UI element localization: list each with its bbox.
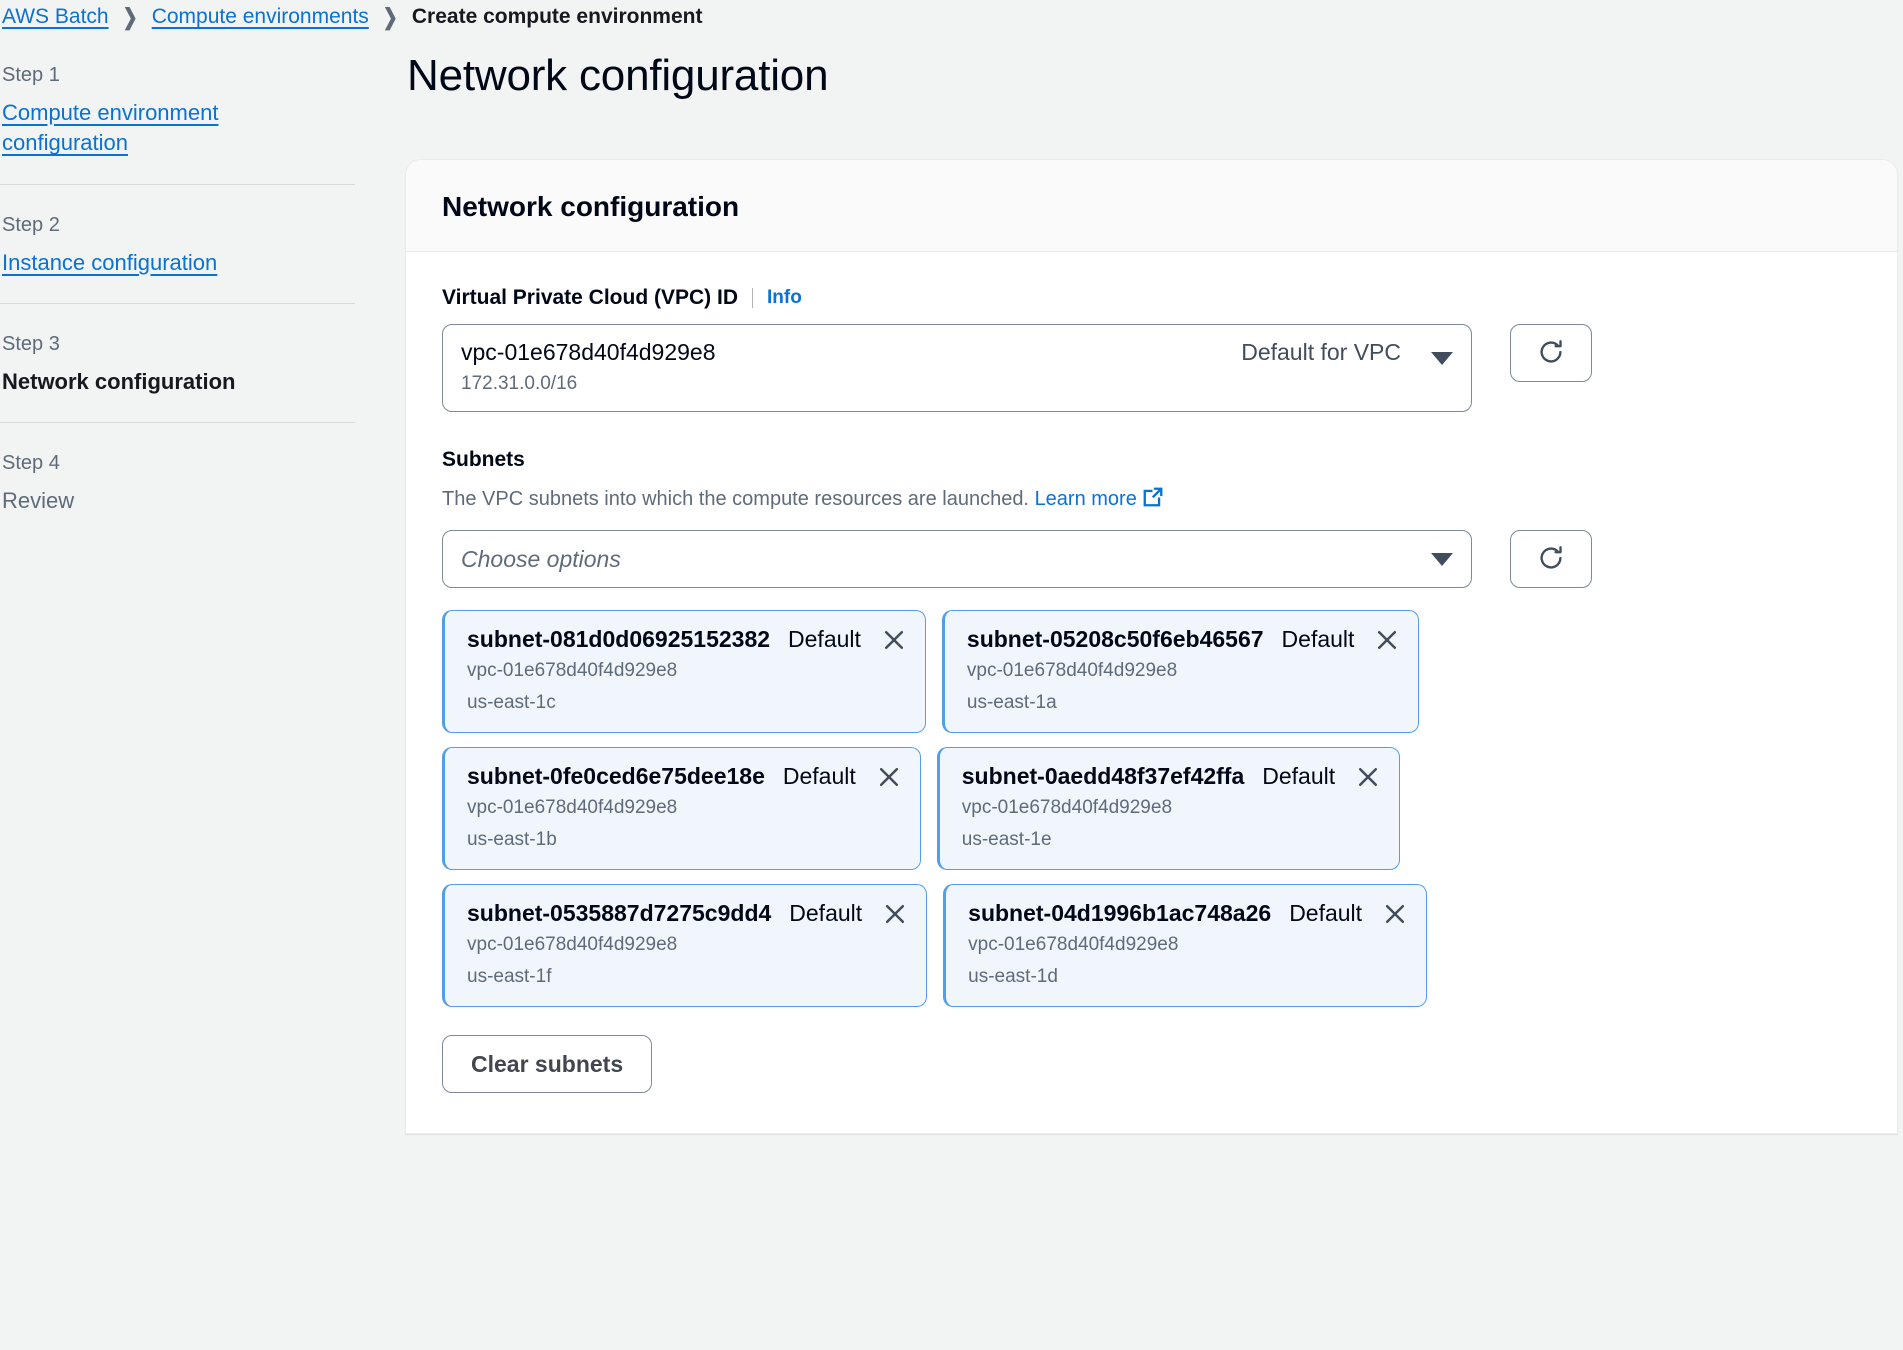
subnets-label: Subnets <box>442 448 525 472</box>
vpc-control-row: vpc-01e678d40f4d929e8 172.31.0.0/16 Defa… <box>442 324 1861 413</box>
subnet-token-id: subnet-05208c50f6eb46567 <box>966 626 1264 653</box>
breadcrumb: AWS Batch ❯ Compute environments ❯ Creat… <box>0 0 1903 34</box>
sidebar-step-4-kicker: Step 4 <box>2 452 60 475</box>
vpc-select-cidr: 172.31.0.0/16 <box>461 373 578 395</box>
subnet-token-close-icon[interactable] <box>1374 627 1400 653</box>
subnet-token-badge: Default <box>788 626 861 653</box>
subnet-token-id: subnet-0aedd48f37ef42ffa <box>961 763 1245 790</box>
vpc-default-badge: Default for VPC <box>1241 339 1401 366</box>
vpc-select-value-group: vpc-01e678d40f4d929e8 172.31.0.0/16 <box>461 337 1229 398</box>
external-link-icon[interactable] <box>1142 486 1164 516</box>
subnet-token-header: subnet-04d1996b1ac748a26 Default <box>968 900 1408 927</box>
refresh-icon <box>1536 337 1566 370</box>
vpc-label: Virtual Private Cloud (VPC) ID <box>442 286 738 310</box>
breadcrumb-separator-icon: ❯ <box>382 3 398 29</box>
subnet-token-az: us-east-1e <box>961 828 1052 850</box>
subnet-token: subnet-04d1996b1ac748a26 Default vpc-01e… <box>943 884 1428 1008</box>
card-header: Network configuration <box>406 159 1897 253</box>
subnet-token-header: subnet-081d0d06925152382 Default <box>467 626 907 653</box>
subnets-learn-more-link[interactable]: Learn more <box>1034 488 1137 511</box>
sidebar-divider <box>0 183 355 185</box>
vpc-select-value: vpc-01e678d40f4d929e8 <box>461 339 716 366</box>
label-separator <box>752 288 753 309</box>
breadcrumb-item-current: Create compute environment <box>411 5 703 28</box>
subnet-token-badge: Default <box>1281 626 1355 653</box>
subnet-token-az: us-east-1b <box>467 828 557 850</box>
subnet-token: subnet-05208c50f6eb46567 Default vpc-01e… <box>941 610 1420 734</box>
sidebar-step-1-link[interactable]: Compute environment configuration <box>2 100 219 156</box>
selected-subnet-tokens: subnet-081d0d06925152382 Default vpc-01e… <box>442 610 1464 1008</box>
sidebar-step-2-kicker: Step 2 <box>2 213 60 236</box>
subnet-token-badge: Default <box>1289 900 1363 927</box>
subnet-token-vpc: vpc-01e678d40f4d929e8 <box>961 797 1173 819</box>
clear-subnets-button[interactable]: Clear subnets <box>442 1035 653 1094</box>
sidebar-step-3-label: Network configuration <box>2 369 236 395</box>
vpc-info-link[interactable]: Info <box>767 287 802 309</box>
breadcrumb-separator-icon: ❯ <box>122 3 138 29</box>
subnet-token-header: subnet-05208c50f6eb46567 Default <box>967 626 1401 653</box>
subnets-control-row: Choose options <box>442 530 1861 589</box>
card-body: Virtual Private Cloud (VPC) ID Info vpc-… <box>406 252 1897 1133</box>
sidebar-step-4-label: Review <box>2 488 75 514</box>
sidebar-step-1-kicker: Step 1 <box>2 64 60 86</box>
subnet-token: subnet-081d0d06925152382 Default vpc-01e… <box>442 610 926 734</box>
sidebar-step-3-kicker: Step 3 <box>2 333 60 356</box>
subnets-multiselect[interactable]: Choose options <box>442 530 1472 589</box>
subnet-token: subnet-0535887d7275c9dd4 Default vpc-01e… <box>442 884 928 1008</box>
page-layout: Step 1 Compute environment configuration… <box>0 34 1903 1350</box>
sidebar-divider <box>0 303 355 305</box>
subnet-token-close-icon[interactable] <box>1382 901 1408 927</box>
subnets-refresh-button[interactable] <box>1510 530 1592 589</box>
subnets-description-text: The VPC subnets into which the compute r… <box>442 488 1029 511</box>
spacer <box>442 412 1861 448</box>
subnet-token-id: subnet-081d0d06925152382 <box>467 626 771 653</box>
sidebar-divider <box>0 422 355 424</box>
subnet-token-vpc: vpc-01e678d40f4d929e8 <box>966 660 1178 682</box>
subnets-description: The VPC subnets into which the compute r… <box>442 486 1861 516</box>
subnet-token-vpc: vpc-01e678d40f4d929e8 <box>467 660 678 682</box>
subnet-token-az: us-east-1d <box>968 965 1058 987</box>
subnet-token-az: us-east-1c <box>467 691 556 713</box>
subnet-token-id: subnet-0fe0ced6e75dee18e <box>467 763 765 790</box>
subnets-label-row: Subnets <box>442 448 1861 472</box>
card-header-title: Network configuration <box>442 190 740 222</box>
page-title: Network configuration <box>407 51 829 100</box>
subnet-token-header: subnet-0535887d7275c9dd4 Default <box>467 900 908 927</box>
breadcrumb-item-aws-batch[interactable]: AWS Batch <box>2 5 109 28</box>
vpc-refresh-button[interactable] <box>1510 324 1592 383</box>
subnets-placeholder: Choose options <box>461 545 621 572</box>
vpc-select[interactable]: vpc-01e678d40f4d929e8 172.31.0.0/16 Defa… <box>442 324 1472 413</box>
sidebar-step-1: Step 1 Compute environment configuration <box>0 60 405 159</box>
subnet-token-badge: Default <box>1262 763 1336 790</box>
subnet-token-header: subnet-0aedd48f37ef42ffa Default <box>962 763 1381 790</box>
subnet-token-vpc: vpc-01e678d40f4d929e8 <box>467 797 678 819</box>
subnet-token-vpc: vpc-01e678d40f4d929e8 <box>968 934 1179 956</box>
sidebar-step-2-link[interactable]: Instance configuration <box>2 249 218 275</box>
subnet-token-close-icon[interactable] <box>882 901 908 927</box>
breadcrumb-item-compute-environments[interactable]: Compute environments <box>151 5 369 28</box>
subnet-token-az: us-east-1a <box>966 691 1057 713</box>
subnet-token-id: subnet-04d1996b1ac748a26 <box>968 900 1272 927</box>
refresh-icon <box>1536 543 1566 576</box>
chevron-down-icon <box>1431 352 1453 366</box>
sidebar-step-4: Step 4 Review <box>0 448 405 516</box>
subnet-token-vpc: vpc-01e678d40f4d929e8 <box>467 934 678 956</box>
subnet-token-close-icon[interactable] <box>1355 764 1381 790</box>
main-content: Network configuration Network configurat… <box>405 34 1903 1135</box>
subnet-token-id: subnet-0535887d7275c9dd4 <box>467 900 772 927</box>
subnet-token: subnet-0fe0ced6e75dee18e Default vpc-01e… <box>442 747 921 871</box>
subnet-token-header: subnet-0fe0ced6e75dee18e Default <box>467 763 902 790</box>
wizard-steps-sidebar: Step 1 Compute environment configuration… <box>0 34 405 517</box>
sidebar-step-3: Step 3 Network configuration <box>0 329 405 397</box>
subnet-token-close-icon[interactable] <box>876 764 902 790</box>
sidebar-step-2: Step 2 Instance configuration <box>0 210 405 278</box>
subnet-token-close-icon[interactable] <box>881 627 907 653</box>
network-configuration-card: Network configuration Virtual Private Cl… <box>405 158 1898 1135</box>
subnet-token-badge: Default <box>782 763 856 790</box>
vpc-label-row: Virtual Private Cloud (VPC) ID Info <box>442 286 1861 310</box>
subnet-token-badge: Default <box>789 900 863 927</box>
subnet-token: subnet-0aedd48f37ef42ffa Default vpc-01e… <box>936 747 1401 871</box>
subnet-token-az: us-east-1f <box>467 965 552 987</box>
chevron-down-icon <box>1431 552 1453 566</box>
